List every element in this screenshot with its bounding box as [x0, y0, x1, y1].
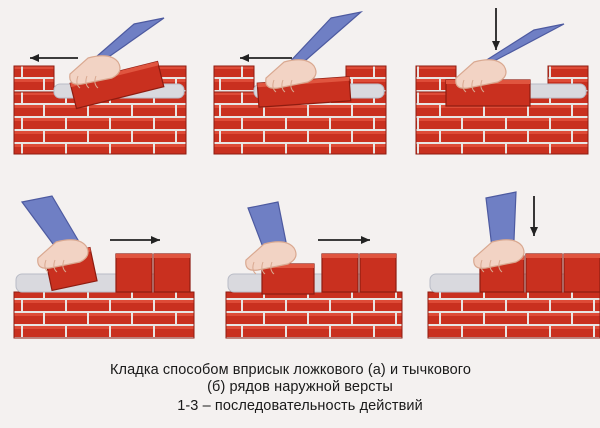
hand-icon-b1	[20, 195, 89, 273]
arrow-right-icon-b2	[318, 236, 370, 244]
arrow-right-icon-b1	[110, 236, 160, 244]
arrow-down-icon-a3	[492, 8, 500, 50]
hand-icon-a1	[69, 17, 165, 89]
hand-icon-b3	[473, 191, 525, 273]
wall-bottom-b1	[13, 291, 195, 339]
hand-icon-a3	[455, 23, 565, 93]
brick-moving-b2	[261, 263, 315, 295]
caption-line-2: (б) рядов наружной версты	[207, 379, 393, 395]
caption-line-3: 1-3 – последовательность действий	[177, 398, 423, 414]
arrow-left-icon-a1	[30, 54, 78, 62]
wall-top-a2-left-end	[213, 65, 255, 93]
wall-bottom-b3	[427, 291, 600, 339]
brick-header-b2-1	[321, 253, 359, 293]
brick-header-b1-1	[115, 253, 153, 293]
brick-header-b1-2	[153, 253, 191, 293]
brick-header-b2-2	[359, 253, 397, 293]
wall-bottom-b2	[225, 291, 403, 339]
wall-top-a1-left-end	[13, 65, 55, 93]
brick-header-b3-1	[525, 253, 563, 293]
hand-icon-b2	[245, 201, 297, 275]
brick-header-b3-2	[563, 253, 600, 293]
arrow-down-icon-b3	[530, 196, 538, 236]
hand-icon-a2	[265, 10, 364, 93]
arrow-left-icon-a2	[240, 54, 292, 62]
caption-line-1: Кладка способом вприсык ложкового (а) и …	[110, 362, 472, 378]
